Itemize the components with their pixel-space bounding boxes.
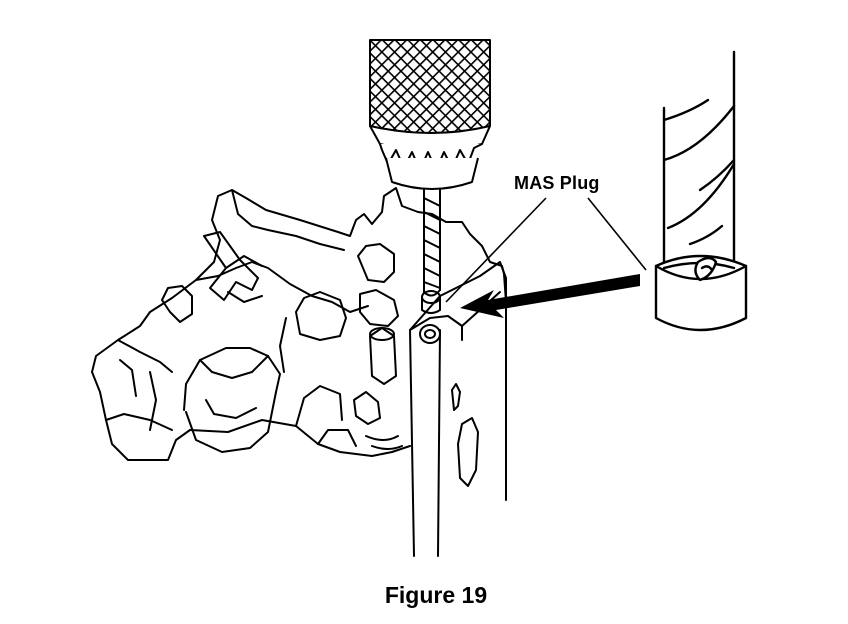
pointer-arrow-icon [460,274,640,318]
mas-plug-label: MAS Plug [514,173,600,193]
drill-bit-icon [421,189,441,314]
figure-caption: Figure 19 [0,582,848,609]
drill-chuck-icon [369,39,491,190]
valve-body-icon [91,187,507,557]
callout-leaders [445,197,647,303]
mas-plug-icon [654,50,748,332]
figure-caption-text: Figure 19 [384,582,488,608]
